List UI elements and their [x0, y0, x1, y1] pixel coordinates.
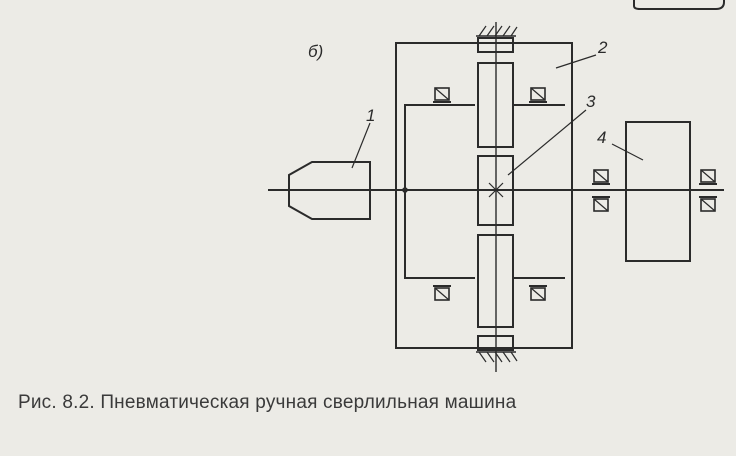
leader-3: [507, 109, 587, 176]
motor: [288, 161, 371, 220]
leader-2: [555, 54, 597, 69]
callout-3: 3: [586, 92, 596, 111]
callout-4: 4: [597, 128, 607, 147]
bearing-end-lower: [699, 196, 717, 212]
kinematic-scheme: [268, 0, 725, 372]
corner-fragment: [633, 0, 725, 10]
ring-gear-bottom: [477, 335, 514, 351]
ring-gear-top: [477, 37, 514, 53]
bearing-upper-right: [529, 87, 547, 103]
planet-gear-upper: [477, 62, 514, 148]
sun-gear: [477, 155, 514, 226]
carrier-arm-upper: [404, 104, 475, 190]
bearing-output-upper: [592, 169, 610, 185]
callout-2: 2: [598, 38, 608, 57]
carrier-arm-lower: [404, 190, 475, 279]
subfigure-label: б): [308, 42, 324, 61]
figure-caption: Рис. 8.2. Пневматическая ручная сверлиль…: [18, 392, 517, 413]
sun-gear-center-mark: [488, 182, 504, 198]
ground-hatch-top: [478, 25, 518, 37]
bearing-end-upper: [699, 169, 717, 185]
carrier-housing: [395, 42, 573, 349]
spindle: [625, 121, 691, 262]
ground-hatch-bottom: [478, 351, 518, 363]
planet-gear-lower: [477, 234, 514, 328]
leader-1: [351, 122, 371, 169]
bearing-lower-left: [433, 285, 451, 301]
bearing-lower-right: [529, 285, 547, 301]
leader-4: [611, 143, 644, 161]
bearing-upper-left: [433, 87, 451, 103]
bearing-output-lower: [592, 196, 610, 212]
callout-1: 1: [366, 106, 376, 125]
